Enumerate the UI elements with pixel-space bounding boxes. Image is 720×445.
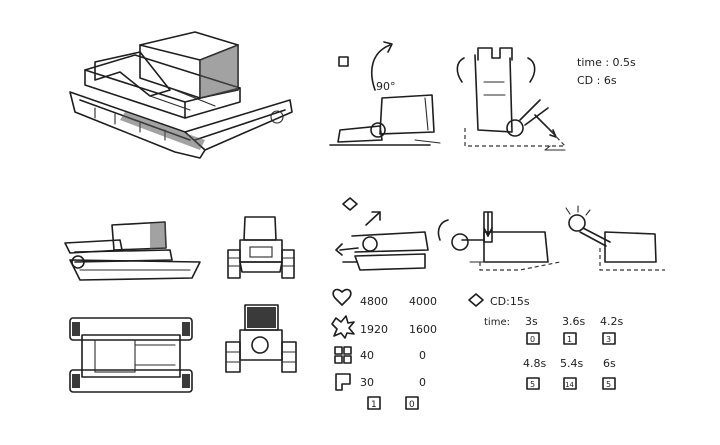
time-prefix: time: xyxy=(484,317,510,328)
health-value-b: 4000 xyxy=(409,295,437,308)
time-1: 3s xyxy=(525,315,538,328)
square-marker-icon xyxy=(338,56,349,67)
up-right-arrow-icon xyxy=(365,211,381,226)
skill-cd-label: CD:15s xyxy=(490,295,530,308)
stat-box-1: 1 xyxy=(371,400,377,410)
tank-side-view xyxy=(64,221,201,281)
time-2: 3.6s xyxy=(562,315,585,328)
diamond-marker-icon xyxy=(342,197,358,211)
arm-lower-panel xyxy=(456,47,567,151)
rotate-right-arrow-icon xyxy=(527,57,536,83)
box-1: 0 xyxy=(530,335,535,344)
speed-value-b: 0 xyxy=(419,376,426,389)
time-label: time : 0.5s xyxy=(577,56,636,69)
tank-3d-sketch xyxy=(69,31,293,159)
time-4: 4.8s xyxy=(523,357,546,370)
grid-icon xyxy=(334,346,352,364)
time-3: 4.2s xyxy=(600,315,623,328)
stat-box-2: 0 xyxy=(409,400,415,410)
punch-sequence-panel xyxy=(335,197,665,271)
flag-icon xyxy=(335,373,351,391)
cd-label: CD : 6s xyxy=(577,74,617,87)
box-2: 1 xyxy=(567,335,572,344)
rotate-action-panel: 90° xyxy=(329,41,441,146)
time-6: 6s xyxy=(603,357,616,370)
heart-icon xyxy=(332,288,352,306)
attack-value-a: 1920 xyxy=(360,323,388,336)
speed-value-a: 30 xyxy=(360,376,374,389)
tank-rear-view xyxy=(225,304,297,373)
timing-info: time : 0.5s CD : 6s xyxy=(577,56,636,87)
armor-value-a: 40 xyxy=(360,349,374,362)
tank-top-view xyxy=(69,317,193,393)
box-3: 3 xyxy=(606,335,611,344)
arrow-diag-icon xyxy=(534,114,556,136)
rotate-left-arrow-icon xyxy=(456,57,465,83)
diamond-marker-icon xyxy=(468,293,484,307)
rotate-arrow-icon xyxy=(371,44,391,91)
health-value-a: 4800 xyxy=(360,295,388,308)
left-arrow-icon xyxy=(339,247,359,251)
box-4: 5 xyxy=(530,380,535,389)
stats-list: 4800 4000 1920 1600 40 0 30 0 1 0 xyxy=(331,288,437,410)
time-5: 5.4s xyxy=(560,357,583,370)
armor-value-b: 0 xyxy=(419,349,426,362)
skill-timing-panel: CD:15s time: 3s 3.6s 4.2s 0 1 3 4.8s 5.4… xyxy=(468,293,623,390)
box-5: 14 xyxy=(565,381,574,389)
rotation-angle-label: 90° xyxy=(376,80,396,93)
tank-front-view xyxy=(227,216,295,279)
box-6: 5 xyxy=(606,380,611,389)
attack-value-b: 1600 xyxy=(409,323,437,336)
burst-icon xyxy=(331,315,355,339)
